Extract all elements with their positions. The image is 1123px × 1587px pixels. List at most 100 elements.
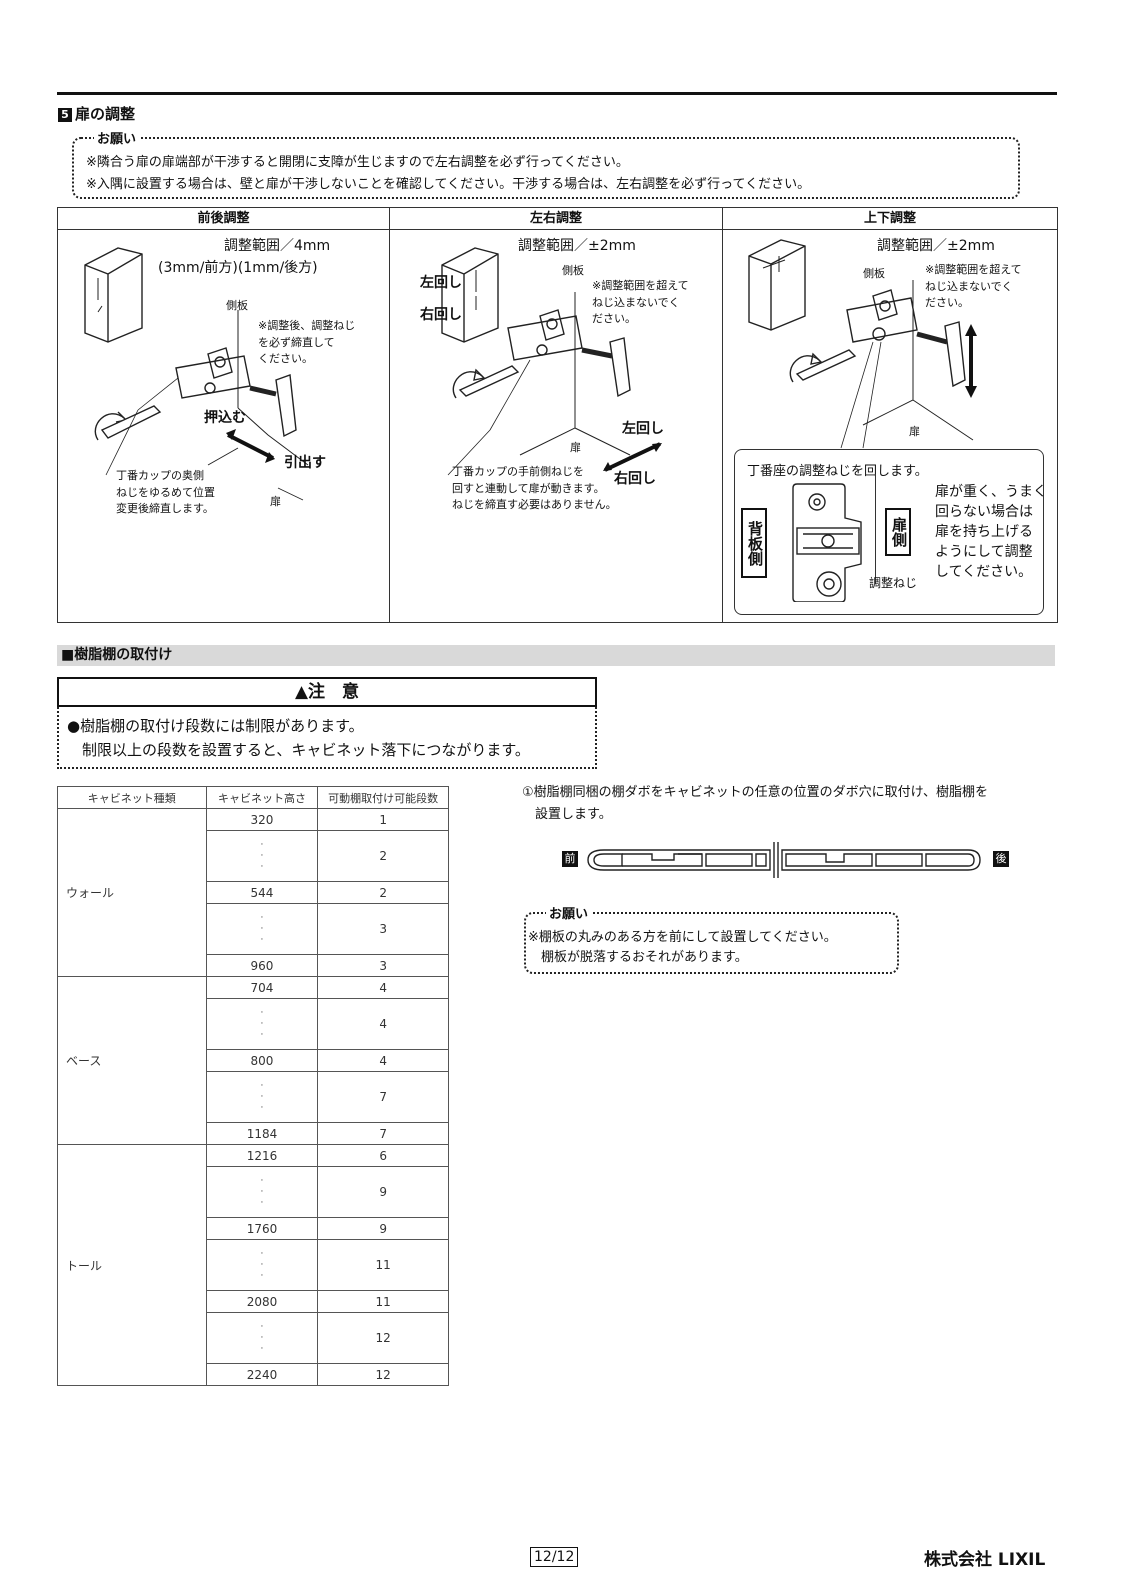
- left-turn-label-bottom: 左回し: [622, 421, 664, 437]
- hinge-plate-icon: [792, 483, 862, 602]
- back-side-label: 背板側: [741, 508, 767, 578]
- company-logo: 株式会社 LIXIL: [924, 1550, 1046, 1570]
- up-down-column: 上下調整 調整範囲／±: [723, 208, 1057, 622]
- header-type: キャビネット種類: [57, 786, 207, 809]
- height-range-cell: ···: [205, 1312, 319, 1364]
- caution-heading: ▲注 意: [57, 677, 597, 707]
- shelf-count-cell: 7: [317, 1071, 449, 1123]
- left-right-heading: 左右調整: [390, 208, 722, 230]
- shelf-notice-line-2: 棚板が脱落するおそれがあります。: [528, 950, 748, 965]
- shelf-count-cell: 12: [317, 1312, 449, 1364]
- table-row: ···11: [58, 1239, 449, 1291]
- shelf-count-cell: 3: [317, 954, 449, 977]
- height-cell: 2240: [205, 1363, 319, 1386]
- header-count: 可動棚取付け可能段数: [317, 786, 449, 809]
- height-range-cell: ···: [205, 1071, 319, 1123]
- front-label: 前: [562, 851, 578, 867]
- shelf-count-cell: 1: [317, 808, 449, 831]
- push-label: 押込む: [204, 410, 246, 426]
- shelf-count-cell: 4: [317, 1049, 449, 1072]
- shelf-section-bar: ■樹脂棚の取付け: [57, 645, 1055, 666]
- adjustment-table: 前後調整: [57, 207, 1058, 623]
- up-down-range: 調整範囲／±2mm: [877, 238, 995, 254]
- notice-label: お願い: [94, 128, 140, 147]
- shelf-count-cell: 11: [317, 1290, 449, 1313]
- shelf-count-cell: 3: [317, 903, 449, 955]
- cabinet-type-cell: ベース: [57, 976, 207, 1145]
- height-cell: 800: [205, 1049, 319, 1072]
- shelf-count-cell: 4: [317, 976, 449, 999]
- step-1-text: ①樹脂棚同梱の棚ダボをキャビネットの任意の位置のダボ穴に取付け、樹脂棚を 設置し…: [522, 785, 989, 822]
- door-side-label: 扉側: [885, 508, 911, 556]
- left-right-illustration: [441, 247, 662, 476]
- front-back-door: 扉: [270, 495, 281, 508]
- section-number: 5: [58, 108, 72, 122]
- notice-box: お願い ※隣合う扉の扉端部が干渉すると開閉に支障が生じますので左右調整を必ず行っ…: [72, 128, 1020, 199]
- shelf-count-cell: 12: [317, 1363, 449, 1386]
- table-row: ···3: [58, 903, 449, 955]
- section-title-text: 扉の調整: [75, 105, 136, 123]
- table-header-row: キャビネット種類 キャビネット高さ 可動棚取付け可能段数: [57, 786, 449, 809]
- height-cell: 2080: [205, 1290, 319, 1313]
- notice-line-2: ※入隅に設置する場合は、壁と扉が干渉しないことを確認してください。干渉する場合は…: [86, 177, 811, 192]
- up-down-door: 扉: [909, 425, 920, 438]
- screw-label: 調整ねじ: [869, 576, 918, 590]
- shelf-count-cell: 2: [317, 830, 449, 882]
- height-range-cell: ···: [205, 1239, 319, 1291]
- shelf-count-cell: 9: [317, 1217, 449, 1240]
- height-cell: 1184: [205, 1122, 319, 1145]
- shelf-notice-line-1: ※棚板の丸みのある方を前にして設置してください。: [528, 930, 837, 945]
- left-right-column: 左右調整 調整範囲／±: [390, 208, 723, 622]
- heavy-door-note: 扉が重く、うまく 回らない場合は 扉を持ち上げる ようにして調整 してください。: [935, 484, 1047, 580]
- height-range-cell: ···: [205, 1166, 319, 1218]
- left-right-note: ※調整範囲を超えて ねじ込まないでく ださい。: [592, 279, 689, 325]
- cabinet-type-cell: トール: [57, 1144, 207, 1386]
- left-right-instruction: 丁番カップの手前側ねじを 回すと連動して扉が動きます。 ねじを締直す必要はありま…: [452, 465, 617, 511]
- front-back-column: 前後調整: [58, 208, 390, 622]
- header-height: キャビネット高さ: [205, 786, 319, 809]
- front-back-illustration: [84, 247, 309, 501]
- back-label: 後: [993, 851, 1009, 867]
- right-turn-label-bottom: 右回し: [614, 471, 656, 487]
- table-row: ···12: [58, 1312, 449, 1364]
- caution-body: ●樹脂棚の取付け段数には制限があります。 制限以上の段数を設置すると、キャビネッ…: [57, 707, 597, 769]
- shelf-count-cell: 9: [317, 1166, 449, 1218]
- up-down-note: ※調整範囲を超えて ねじ込まないでく ださい。: [925, 263, 1022, 309]
- height-cell: 1760: [205, 1217, 319, 1240]
- hinge-detail-box: 丁番座の調整ねじを回します。 背板側 扉側 調整ねじ 扉が重く、うまく 回らない…: [734, 449, 1047, 615]
- shelf-notice-label: お願い: [546, 903, 592, 922]
- left-right-side-panel: 側板: [562, 264, 584, 277]
- shelf-count-cell: 2: [317, 881, 449, 904]
- height-cell: 704: [205, 976, 319, 999]
- page-number: 12/12: [530, 1547, 579, 1567]
- left-turn-label-top: 左回し: [420, 275, 462, 291]
- detail-title: 丁番座の調整ねじを回します。: [747, 464, 928, 479]
- table-row: ···7: [58, 1071, 449, 1123]
- back-side-text: 背板側: [746, 520, 764, 566]
- height-range-cell: ···: [205, 903, 319, 955]
- height-range-cell: ···: [205, 830, 319, 882]
- height-cell: 320: [205, 808, 319, 831]
- up-down-heading: 上下調整: [723, 208, 1057, 230]
- up-down-illustration: [748, 239, 977, 449]
- shelf-count-cell: 4: [317, 998, 449, 1050]
- warning-icon: ▲: [294, 682, 309, 702]
- cabinet-type-cell: ウォール: [57, 808, 207, 977]
- shelf-notice-box: お願い ※棚板の丸みのある方を前にして設置してください。 棚板が脱落するおそれが…: [524, 903, 899, 974]
- table-row: ···4: [58, 998, 449, 1050]
- pull-label: 引出す: [284, 455, 326, 471]
- right-turn-label-top: 右回し: [420, 307, 462, 323]
- shelf-count-cell: 6: [317, 1144, 449, 1167]
- shelf-count-cell: 11: [317, 1239, 449, 1291]
- front-back-heading: 前後調整: [58, 208, 389, 230]
- caution-title: 注 意: [308, 682, 360, 702]
